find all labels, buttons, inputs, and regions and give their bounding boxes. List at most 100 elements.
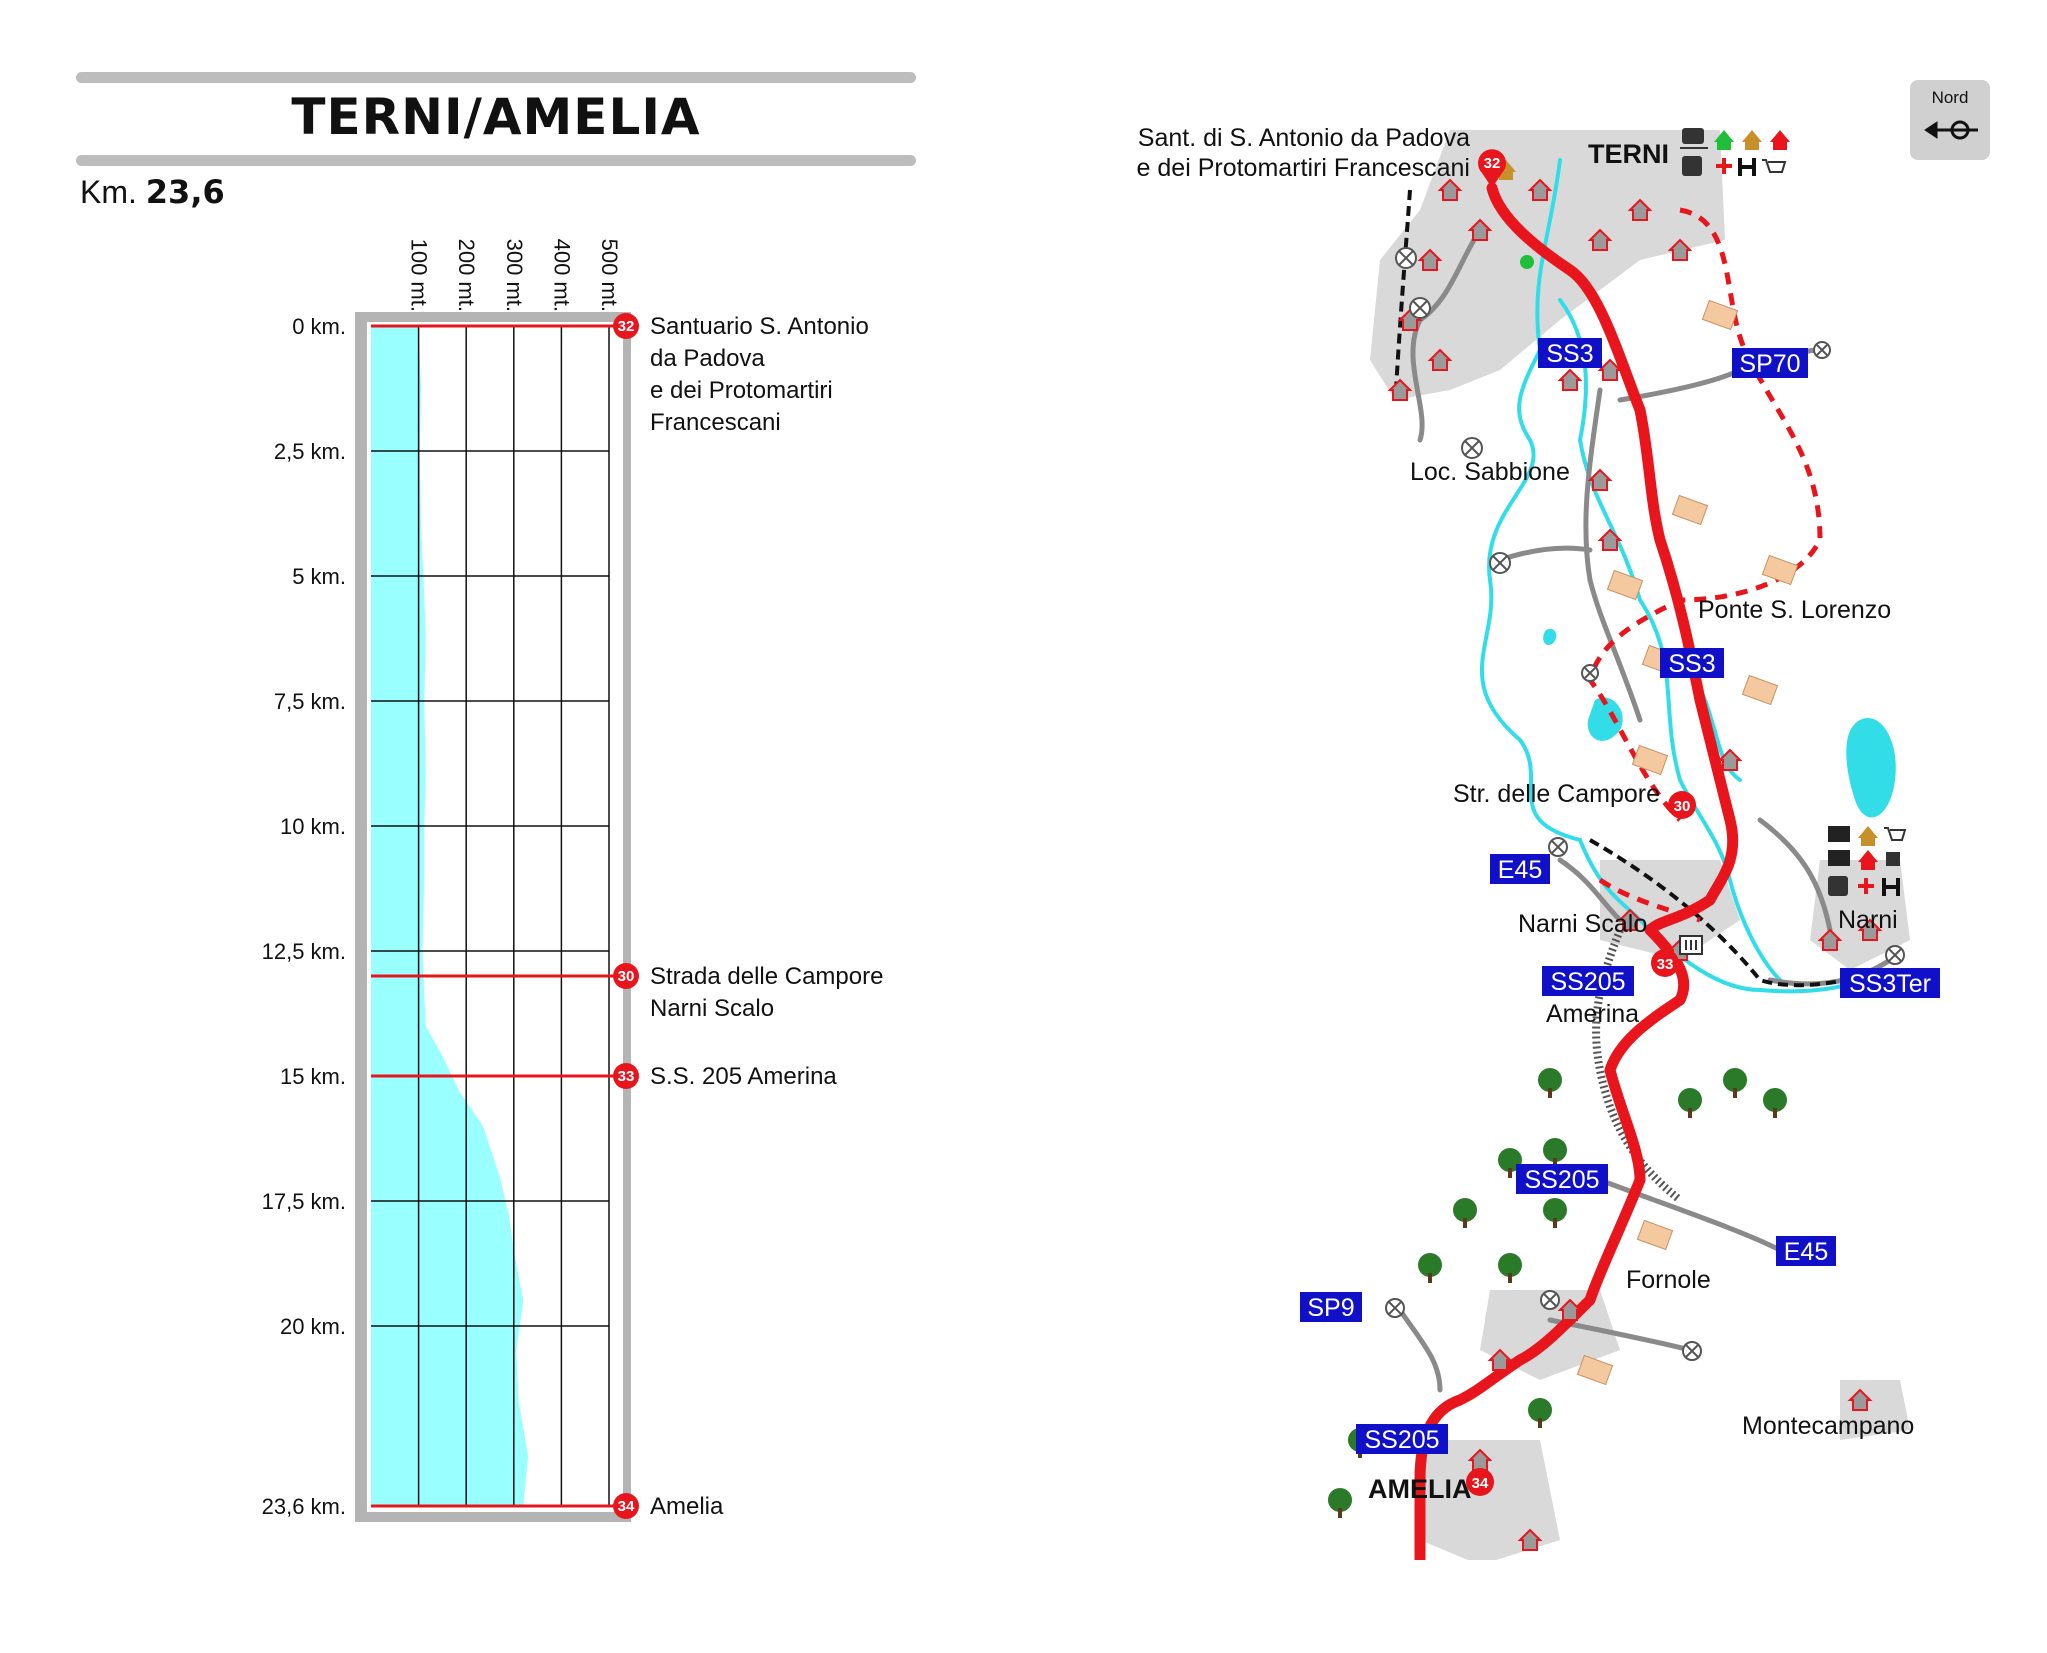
title-bar-top: [76, 72, 916, 83]
crossing-icon: [1540, 1290, 1560, 1310]
road-badge-e45-a: E45: [1498, 856, 1542, 884]
river-nera: [1480, 158, 1882, 994]
waypoint-badge-number-30: 30: [618, 968, 635, 985]
waypoint-badge-33: [613, 1063, 639, 1089]
road-badge-ss205-b: SS205: [1524, 1166, 1599, 1194]
town-label-narni: Narni: [1838, 906, 1898, 934]
town-label-narni-scalo: Narni Scalo: [1518, 910, 1647, 938]
road-badge-ss3-b-bg: [1660, 648, 1724, 678]
north-indicator: Nord: [1910, 80, 1990, 160]
waypoint-label-32: e dei Protomartiri: [650, 377, 833, 404]
house-icon: [1587, 228, 1613, 251]
house-icon: [1597, 358, 1623, 381]
house-icon: [1387, 378, 1413, 401]
road-e45-north: [1557, 857, 1623, 923]
town-label-montecampano: Montecampano: [1742, 1412, 1914, 1440]
km-tick-label: 17,5 km.: [262, 1189, 346, 1214]
km-tick-label: 0 km.: [292, 314, 346, 339]
waypoint-badge-number-32: 32: [618, 318, 635, 335]
tree-icon: [1678, 1088, 1702, 1118]
tree-icon: [1453, 1198, 1477, 1228]
field: [1671, 494, 1709, 526]
km-tick-label: 7,5 km.: [274, 689, 346, 714]
crossing-icon: [1885, 945, 1905, 965]
house-icon: [1667, 238, 1693, 261]
waypoint-label-33: S.S. 205 Amerina: [650, 1063, 837, 1090]
waypoint-label-34: Amelia: [650, 1493, 724, 1520]
waypoint-badge-30: [613, 963, 639, 989]
map-waypoint-32: 32: [1478, 149, 1506, 188]
road-badge-ss205-a-bg: [1542, 966, 1634, 996]
town-label-ponte: Ponte S. Lorenzo: [1698, 596, 1891, 624]
tree-icon: [1328, 1488, 1352, 1518]
town-label-fornole: Fornole: [1626, 1266, 1711, 1294]
crossing-icon: [1813, 341, 1831, 359]
km-tick-labels: 0 km.2,5 km.5 km.7,5 km.10 km.12,5 km.15…: [262, 314, 346, 1519]
road-badge-ss205-c-bg: [1356, 1424, 1448, 1454]
first-aid-icon: [1858, 878, 1874, 894]
house-icon: [1427, 348, 1453, 371]
road-badge-ss3-a-bg: [1538, 338, 1602, 368]
tree-icon: [1538, 1068, 1562, 1098]
crossing-icon: [1461, 437, 1483, 459]
fountain-icon: [1886, 852, 1900, 866]
field: [1701, 299, 1739, 331]
waypoint-badge-32: [613, 313, 639, 339]
bus-icon: [1682, 156, 1702, 176]
town-label-amelia: AMELIA: [1368, 1474, 1472, 1504]
north-label: Nord: [1932, 88, 1969, 107]
castle-icon: [1828, 826, 1850, 842]
house-icon: [1857, 918, 1883, 941]
road-badge-e45-a-bg: [1490, 854, 1550, 884]
field: [1631, 744, 1669, 776]
map-waypoint-30-number: 30: [1674, 798, 1691, 815]
altitude-tick-label: 400 mt.: [549, 239, 574, 312]
road-sp9: [1397, 1307, 1443, 1393]
altitude-tick-label: 300 mt.: [502, 239, 527, 312]
house-icon: [1817, 928, 1843, 951]
km-tick-label: 20 km.: [280, 1314, 346, 1339]
crossing-icon: [1409, 297, 1431, 319]
road-badge-ss205-b-bg: [1516, 1164, 1608, 1194]
hotel-icon: [1858, 850, 1878, 870]
house-icon: [1467, 218, 1493, 241]
north-badge: [1910, 80, 1990, 160]
route-map: Nord 32 30 33 34 SS3 SP70 SS3 E45: [1137, 80, 1990, 1560]
hotel-icon: [1770, 130, 1790, 150]
altitude-tick-labels: 100 mt.200 mt.300 mt.400 mt.500 mt.: [407, 239, 622, 312]
waypoint-badge-number-33: 33: [618, 1068, 635, 1085]
house-icon: [1627, 198, 1653, 221]
lake-east: [1846, 718, 1896, 818]
museum-icon: [1828, 850, 1850, 866]
lake-west: [1587, 697, 1623, 741]
main-route: [1414, 182, 1739, 1560]
road-badge-ss205-a: SS205: [1550, 968, 1625, 996]
house-icon: [1487, 1348, 1513, 1371]
km-tick-label: 12,5 km.: [262, 939, 346, 964]
lakes: [1543, 628, 1896, 818]
first-aid-icon: [1716, 158, 1732, 174]
waypoint-label-30: Narni Scalo: [650, 995, 774, 1022]
map-waypoint-33: 33: [1651, 949, 1679, 977]
field: [1636, 1219, 1674, 1251]
distance-prefix: Km.: [80, 174, 137, 210]
hostel-icon: [1714, 130, 1734, 150]
shop-icon: [1762, 159, 1787, 173]
amelia-area: [1420, 1440, 1560, 1560]
road-west-spur: [1497, 545, 1593, 563]
map-waypoint-33-number: 33: [1657, 956, 1674, 973]
tree-icon: [1763, 1088, 1787, 1118]
crossing-icon: [1581, 664, 1599, 682]
road-badge-sp9-bg: [1300, 1292, 1362, 1322]
road-badge-sp9: SP9: [1307, 1294, 1354, 1322]
alt-route-narni: [1598, 877, 1701, 923]
guesthouse-icon: [1496, 160, 1516, 180]
waypoint-label-32: Santuario S. Antonio: [650, 313, 869, 340]
house-icon: [1597, 528, 1623, 551]
alt-route: [1587, 207, 1823, 923]
crossing-icon: [1682, 1341, 1702, 1361]
waypoint-label-32: da Padova: [650, 345, 765, 372]
north-arrow-icon: [1924, 120, 1978, 140]
altitude-tick-label: 200 mt.: [454, 239, 479, 312]
crossing-icon: [1385, 1298, 1405, 1318]
